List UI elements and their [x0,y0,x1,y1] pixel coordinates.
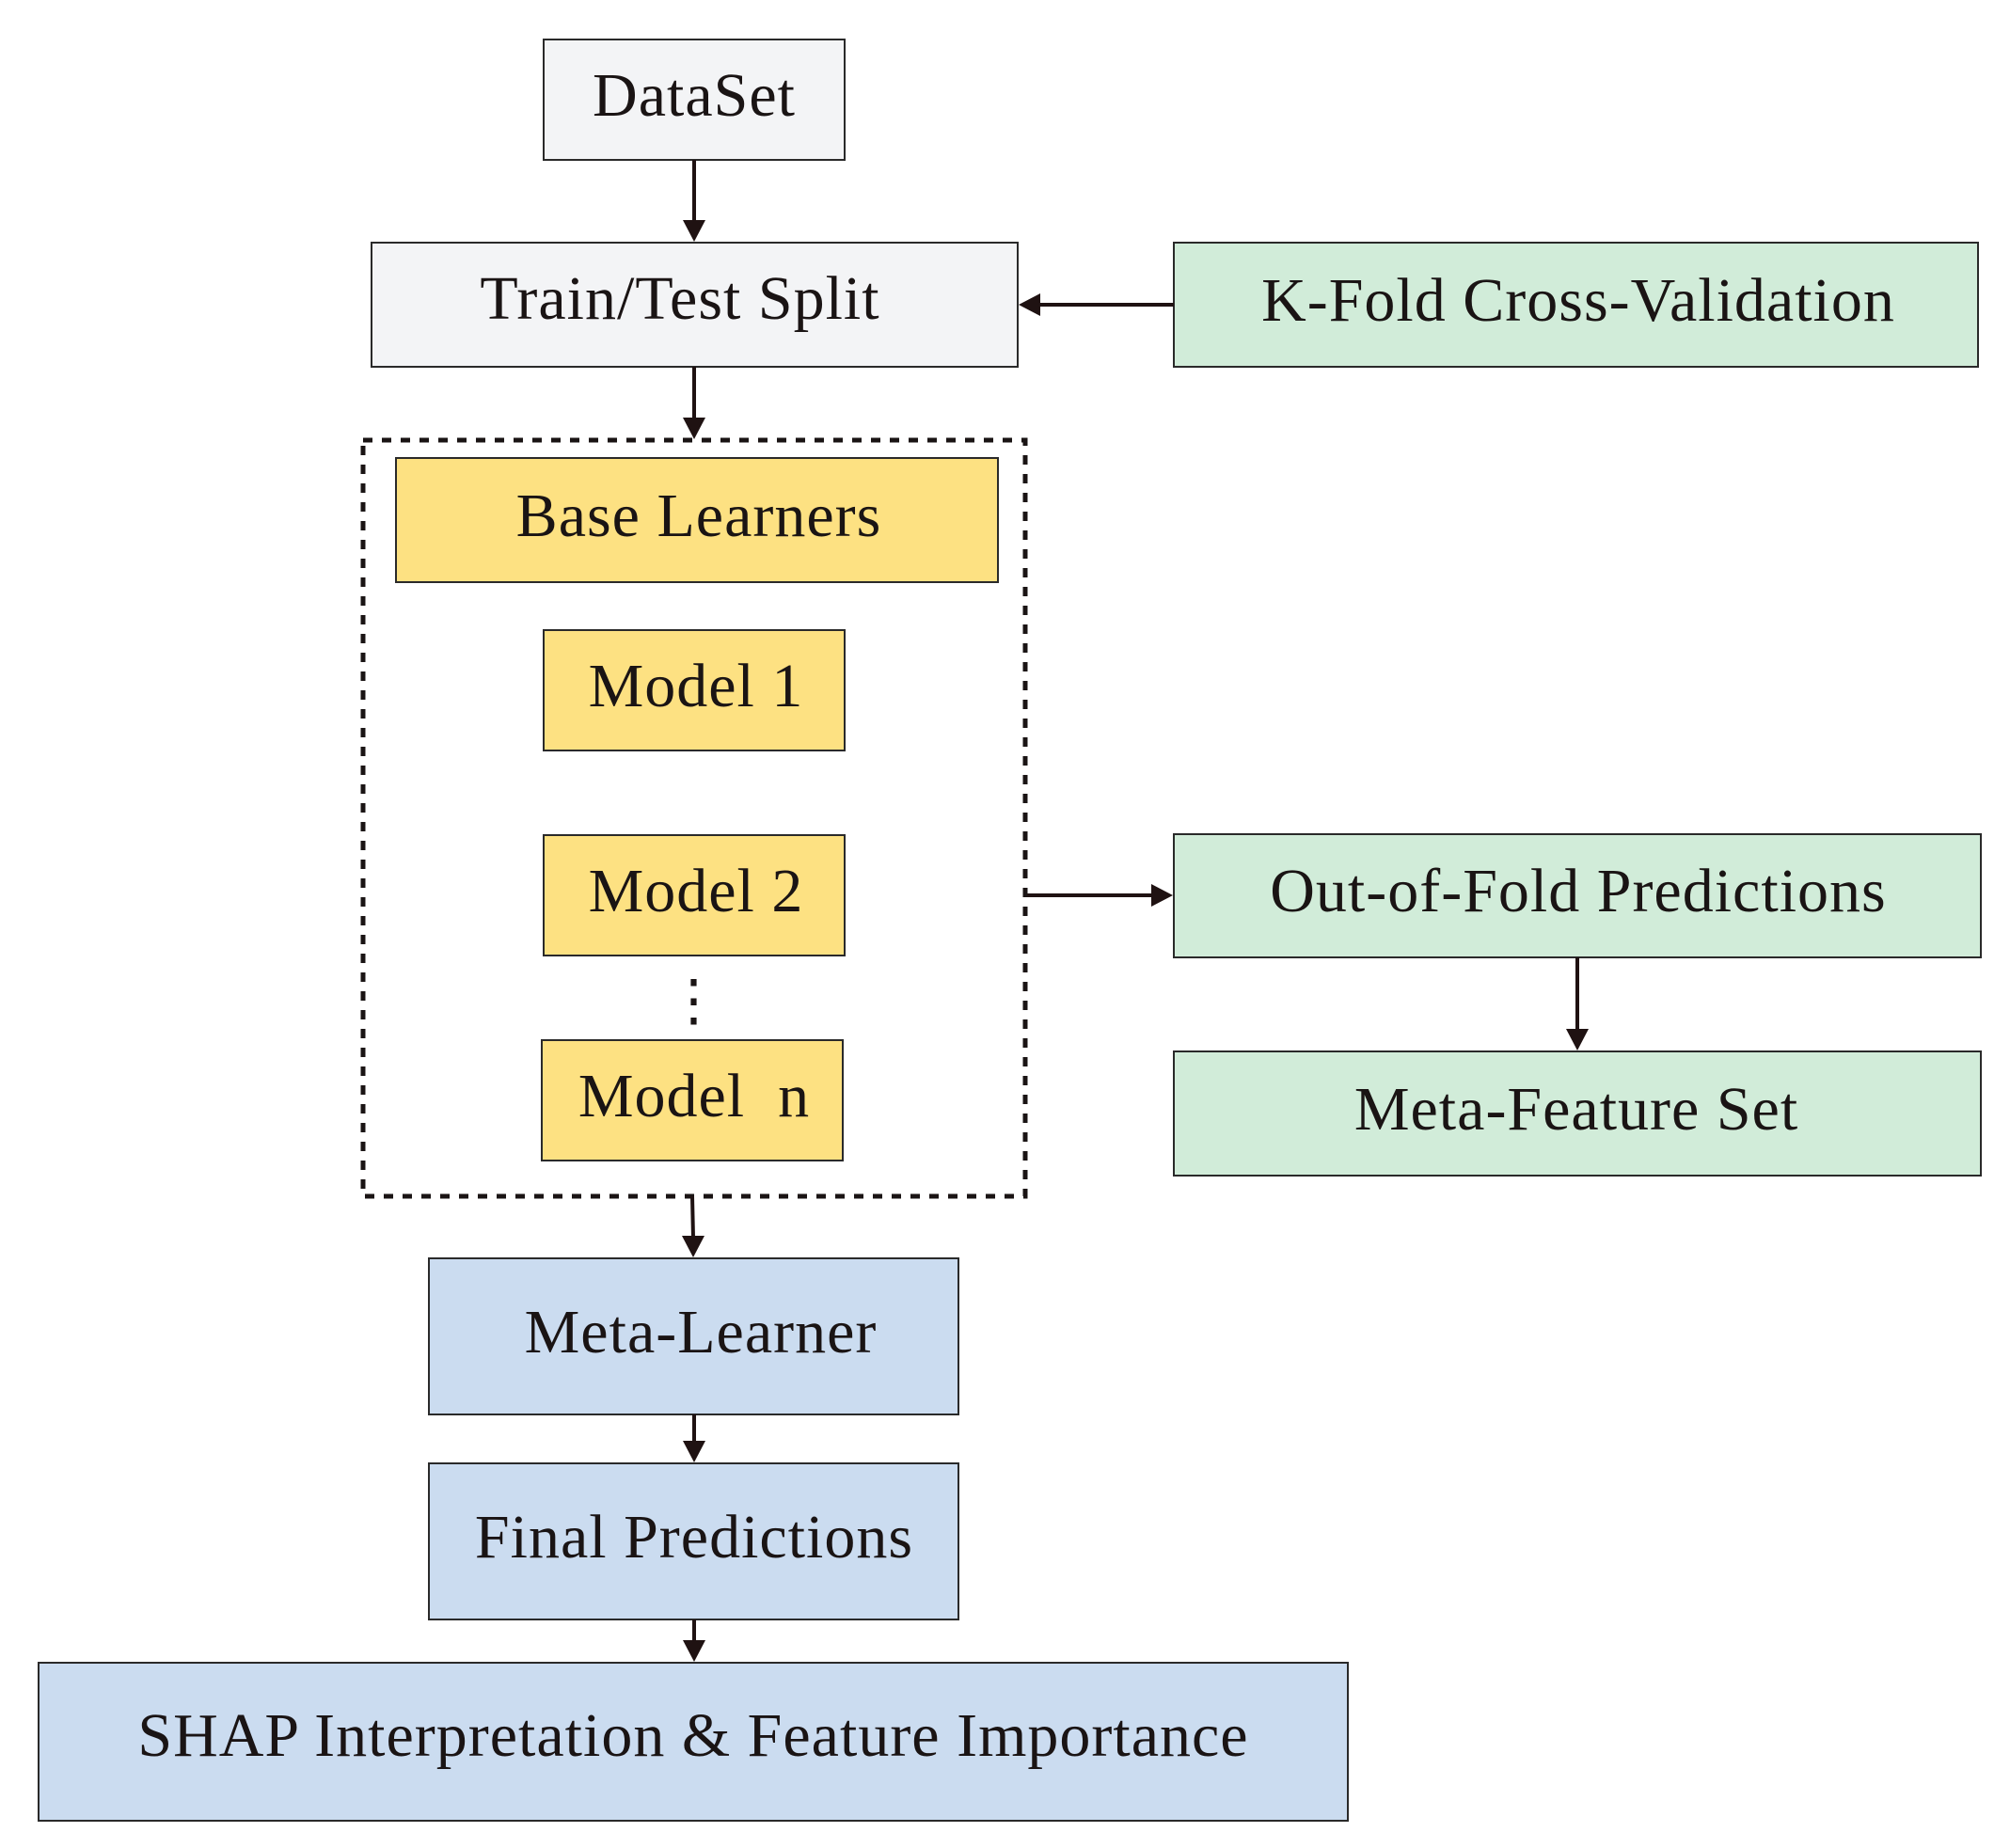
arrow-meta-learner-to-final [683,1414,705,1462]
models-ellipsis: ⋮ [666,970,723,1032]
kfold-label: K-Fold Cross-Validation [1261,266,1895,335]
final-predictions-node: Final Predictions [428,1462,959,1620]
dataset-label: DataSet [593,61,796,130]
kfold-box [1173,242,1979,368]
model-1-box [543,629,846,751]
model-2-node: Model 2 [543,834,846,956]
kfold-node: K-Fold Cross-Validation [1173,242,1979,368]
model-1-node: Model 1 [543,629,846,751]
shap-label: SHAP Interpretation & Feature Importance [137,1701,1248,1770]
base-learners-box [395,457,999,583]
oof-predictions-box [1173,833,1982,958]
meta-learner-box [428,1257,959,1415]
model-n-label: Model n [578,1062,810,1130]
arrow-base-learners-to-oof [1027,884,1173,907]
shap-node: SHAP Interpretation & Feature Importance [38,1662,1349,1822]
meta-feature-set-node: Meta-Feature Set [1173,1050,1982,1177]
oof-predictions-label: Out-of-Fold Predictions [1270,857,1886,925]
arrow-base-learners-to-meta-learner [682,1195,704,1257]
dataset-node: DataSet [543,39,846,161]
base-learners-node: Base Learners [395,457,999,583]
train-test-split-box [371,242,1019,368]
train-test-split-node: Train/Test Split [371,242,1019,368]
model-2-label: Model 2 [589,857,804,925]
meta-learner-node: Meta-Learner [428,1257,959,1415]
final-predictions-box [428,1462,959,1620]
oof-predictions-node: Out-of-Fold Predictions [1173,833,1982,958]
arrow-final-to-shap [683,1619,705,1662]
shap-box [38,1662,1349,1822]
model-1-label: Model 1 [589,652,804,720]
arrow-dataset-to-split [683,160,705,242]
meta-feature-set-box [1173,1050,1982,1177]
final-predictions-label: Final Predictions [475,1503,913,1572]
meta-learner-label: Meta-Learner [525,1298,878,1366]
meta-feature-set-label: Meta-Feature Set [1354,1075,1798,1144]
model-n-box [541,1039,844,1161]
train-test-split-label: Train/Test Split [480,264,879,333]
arrow-oof-to-meta-features [1566,957,1589,1050]
model-2-box [543,834,846,956]
arrow-kfold-to-split [1019,293,1174,316]
arrow-split-to-base-learners [683,367,705,439]
model-n-node: Model n [541,1039,844,1161]
base-learners-label: Base Learners [516,482,882,550]
dataset-box [543,39,846,161]
